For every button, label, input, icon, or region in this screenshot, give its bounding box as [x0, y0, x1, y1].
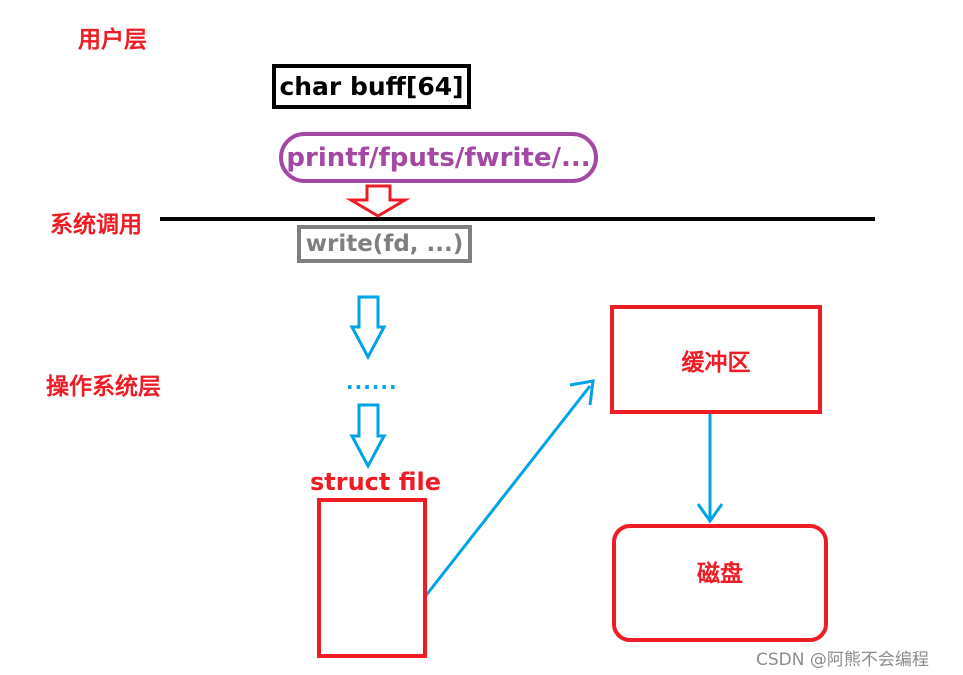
- struct-file-label: struct file: [310, 468, 442, 496]
- ellipsis-dots: ......: [346, 370, 398, 394]
- red-down-arrow: [345, 184, 411, 218]
- blue-down-arrow-2: [349, 403, 387, 470]
- disk-box: 磁盘: [612, 524, 828, 642]
- os-layer-label: 操作系统层: [46, 374, 161, 400]
- blue-down-arrow-1: [349, 295, 387, 361]
- libc-calls-ellipse: printf/fputs/fwrite/...: [279, 132, 598, 183]
- kernel-buffer-label: 缓冲区: [681, 349, 751, 376]
- write-syscall-box: write(fd, ...): [297, 225, 472, 263]
- flush-arrow-head: [569, 379, 595, 406]
- writeback-arrow-head: [696, 503, 724, 524]
- flush-arrow-line: [422, 385, 592, 599]
- disk-label: 磁盘: [697, 561, 743, 587]
- csdn-watermark: CSDN @阿熊不会编程: [756, 650, 929, 670]
- struct-file-box: [317, 498, 427, 658]
- user-layer-label: 用户层: [78, 27, 147, 53]
- user-buffer-box: char buff[64]: [272, 64, 471, 109]
- kernel-buffer-box: 缓冲区: [610, 305, 822, 414]
- syscall-layer-label: 系统调用: [50, 212, 142, 238]
